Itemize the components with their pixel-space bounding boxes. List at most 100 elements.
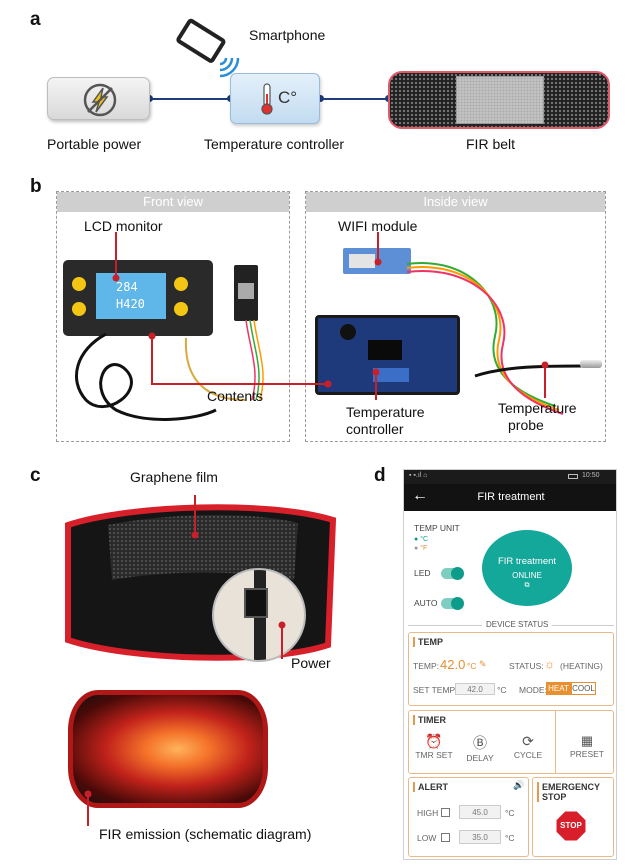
stop-sign-text: STOP bbox=[560, 821, 582, 830]
unit-f-radio[interactable]: ● °F bbox=[414, 545, 428, 552]
alarm-clock-icon: ⏰ bbox=[425, 733, 443, 749]
fir-belt-image bbox=[388, 71, 610, 129]
emergency-header: EMERGENCY STOP bbox=[537, 782, 600, 802]
calendar-icon: ▦ bbox=[580, 733, 594, 748]
controller-front-device: 284 H420 bbox=[63, 260, 213, 336]
panel-label-a: a bbox=[30, 9, 41, 30]
unit-f-label: °F bbox=[420, 545, 428, 552]
fir-emission-callout bbox=[84, 790, 92, 826]
tmr-set-button[interactable]: ⏰ TMR SET bbox=[415, 733, 453, 760]
lcd-screen: 284 H420 bbox=[96, 273, 166, 319]
controller-board bbox=[315, 315, 460, 395]
auto-toggle[interactable] bbox=[441, 597, 464, 610]
alert-card: ALERT 🔊 HIGH 45.0 °C LOW 35.0 °C bbox=[408, 777, 529, 857]
power-callout bbox=[278, 621, 286, 659]
status-label: STATUS: bbox=[509, 661, 544, 671]
device-status-divider: DEVICE STATUS bbox=[408, 620, 614, 630]
status-value: (HEATING) bbox=[560, 661, 603, 671]
zoom-plug bbox=[244, 588, 268, 618]
phone-app: ▪ ▪.ıl ⌂ 10:50 ← FIR treatment TEMP UNIT… bbox=[403, 469, 617, 860]
power-label: Power bbox=[291, 655, 331, 671]
led-toggle[interactable] bbox=[441, 567, 464, 580]
portable-power-label: Portable power bbox=[47, 136, 142, 152]
high-label: HIGH bbox=[417, 808, 439, 818]
lcd-line-2: H420 bbox=[116, 297, 145, 311]
board-buzzer bbox=[340, 324, 356, 340]
panel-label-b: b bbox=[30, 176, 42, 197]
power-button bbox=[174, 302, 188, 316]
preset-button[interactable]: ▦ PRESET bbox=[565, 733, 609, 759]
app-title: FIR treatment bbox=[477, 491, 545, 503]
graphene-film-label: Graphene film bbox=[130, 469, 218, 485]
temp-probe-line-1: Temperature bbox=[498, 400, 577, 416]
mode-heat-button[interactable]: HEAT bbox=[546, 682, 571, 695]
wifi-module-label: WIFI module bbox=[338, 218, 418, 234]
delay-button[interactable]: Ⓑ DELAY bbox=[461, 733, 499, 763]
wifi-module-front bbox=[234, 265, 258, 321]
unit-c-radio[interactable]: ● °C bbox=[414, 536, 429, 543]
portable-power-box bbox=[47, 77, 150, 120]
temp-card-header: TEMP bbox=[413, 637, 443, 647]
circle-status: ONLINE bbox=[512, 571, 542, 580]
power-connector-zoom bbox=[212, 568, 306, 662]
board-terminal bbox=[373, 368, 409, 382]
delay-label: DELAY bbox=[466, 753, 494, 763]
high-checkbox[interactable] bbox=[441, 808, 450, 817]
belt-center-pad bbox=[456, 76, 544, 124]
lightning-icon bbox=[83, 83, 117, 117]
alert-card-header: ALERT bbox=[413, 782, 448, 792]
temp-probe-line-2: probe bbox=[508, 417, 544, 433]
temp-controller-line-2: controller bbox=[346, 421, 404, 437]
mode-label: MODE: bbox=[519, 685, 547, 695]
down-button bbox=[72, 302, 86, 316]
timer-card-header: TIMER bbox=[413, 715, 446, 725]
emergency-card: EMERGENCY STOP STOP bbox=[532, 777, 614, 857]
edit-icon[interactable]: ✎ bbox=[479, 659, 487, 669]
battery-icon bbox=[568, 474, 578, 479]
connector-line bbox=[150, 98, 230, 100]
auto-label: AUTO bbox=[414, 598, 438, 608]
low-checkbox[interactable] bbox=[441, 833, 450, 842]
speaker-icon[interactable]: 🔊 bbox=[513, 780, 525, 790]
temperature-probe-tip bbox=[580, 360, 602, 368]
temperature-controller-label-b: Temperature controller bbox=[346, 404, 425, 438]
low-input[interactable]: 35.0 bbox=[459, 830, 501, 844]
back-arrow-icon[interactable]: ← bbox=[412, 487, 428, 504]
preset-label: PRESET bbox=[569, 749, 604, 759]
panel-label-c: c bbox=[30, 465, 41, 486]
wifi-antenna bbox=[349, 254, 375, 268]
inside-wires bbox=[406, 261, 584, 415]
lcd-line-1: 284 bbox=[116, 280, 138, 294]
connector-line bbox=[320, 98, 388, 100]
cycle-icon: ⟳ bbox=[522, 733, 534, 749]
fir-emission-label: FIR emission (schematic diagram) bbox=[99, 826, 312, 842]
high-unit: °C bbox=[505, 808, 515, 818]
status-time: 10:50 bbox=[582, 472, 600, 479]
wifi-chip bbox=[238, 283, 254, 299]
fir-treatment-circle[interactable]: FIR treatment ONLINE ⧉ bbox=[482, 530, 572, 606]
mode-cool-button[interactable]: COOL bbox=[571, 682, 596, 695]
stop-sign-button[interactable] bbox=[555, 810, 587, 842]
temp-label: TEMP: bbox=[413, 661, 439, 671]
contents-label: Contents bbox=[207, 388, 264, 404]
status-icons: ▪ ▪.ıl ⌂ bbox=[409, 472, 428, 479]
circle-icon: ⧉ bbox=[524, 582, 530, 589]
set-temp-input[interactable]: 42.0 bbox=[455, 683, 495, 695]
emergency-line-1: EMERGENCY bbox=[542, 782, 601, 792]
temperature-controller-box: C° bbox=[230, 73, 320, 124]
device-status-label: DEVICE STATUS bbox=[482, 620, 553, 629]
celsius-glyph: C° bbox=[278, 88, 298, 107]
set-button bbox=[174, 277, 188, 291]
smartphone-label: Smartphone bbox=[249, 27, 326, 43]
board-display bbox=[368, 340, 402, 360]
delay-icon: Ⓑ bbox=[473, 735, 487, 751]
wifi-wires bbox=[245, 320, 264, 400]
temp-card: TEMP TEMP: 42.0 °C ✎ STATUS: ☼ (HEATING)… bbox=[408, 632, 614, 706]
high-input[interactable]: 45.0 bbox=[459, 805, 501, 819]
cycle-button[interactable]: ⟳ CYCLE bbox=[509, 733, 547, 760]
unit-c-label: °C bbox=[420, 536, 429, 543]
fir-emission-belt bbox=[68, 690, 268, 808]
connector-dot bbox=[317, 95, 324, 102]
front-view-header: Front view bbox=[57, 192, 289, 212]
